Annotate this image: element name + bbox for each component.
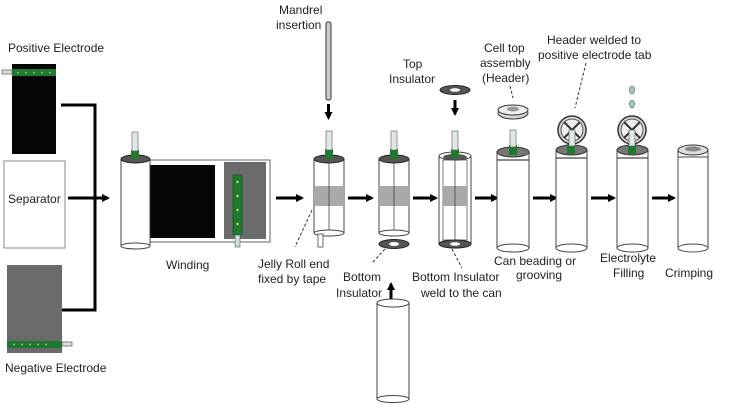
winding-machine (144, 159, 271, 248)
wound-jelly-roll (120, 131, 151, 250)
mandrel-label-line1: Mandrel (279, 3, 322, 17)
header-pointer (509, 85, 514, 99)
separator-label: Separator (8, 192, 61, 206)
electrolyte-label-line1: Electrolyte (600, 251, 656, 265)
bottom-insulator-label-line2: Insulator (336, 286, 382, 300)
empty-can (376, 298, 410, 403)
mandrel-rod (325, 21, 332, 101)
can-beading-label-line2: grooving (516, 268, 562, 282)
winding-label: Winding (166, 258, 209, 272)
can-beading-label-line1: Can beading or (494, 254, 576, 268)
bottom-insulator-label-line1: Bottom (343, 270, 381, 284)
negative-electrode-sheet (7, 265, 73, 353)
electrode-connector-line (61, 103, 97, 312)
jelly-roll-bottom-insulator (378, 130, 410, 237)
bottom-weld-label-line2: weld to the can (420, 286, 502, 300)
header-label-line1: Cell top (484, 41, 525, 55)
jelly-roll-with-tape (313, 130, 345, 248)
top-insulator-label-line2: Insulator (389, 72, 435, 86)
positive-electrode-label: Positive Electrode (8, 41, 104, 55)
header-cap (497, 104, 529, 120)
bottom-weld-pointer (451, 248, 463, 269)
bottom-weld-label-line1: Bottom Insulator (412, 270, 499, 284)
electrolyte-drops (629, 85, 635, 109)
header-weld-pointer (574, 62, 587, 109)
header-weld-label-line1: Header welded to (547, 33, 641, 47)
mandrel-label-line2: insertion (276, 18, 321, 32)
bottom-insulator-pointer (371, 248, 386, 264)
can-with-jelly-roll (438, 130, 472, 249)
crimped-cell (677, 144, 709, 253)
top-insulator-disc (439, 85, 471, 95)
electrolyte-label-line2: Filling (613, 266, 644, 280)
header-label-line2: assembly (480, 56, 531, 70)
cell-header-welded (555, 115, 588, 253)
crimping-label: Crimping (665, 266, 713, 280)
negative-electrode-label: Negative Electrode (5, 361, 107, 375)
jelly-roll-pointer (294, 209, 313, 248)
jelly-label-line2: fixed by tape (258, 272, 326, 286)
bottom-insulator-disc (378, 239, 410, 249)
header-weld-label-line2: positive electrode tab (538, 48, 652, 62)
beaded-can (496, 129, 530, 253)
top-insulator-label-line1: Top (403, 57, 423, 71)
separator-sheet (3, 160, 66, 249)
header-label-line3: (Header) (482, 71, 529, 85)
cell-electrolyte-filled (616, 115, 649, 253)
positive-electrode-sheet (1, 64, 56, 154)
jelly-label-line1: Jelly Roll end (258, 257, 329, 271)
